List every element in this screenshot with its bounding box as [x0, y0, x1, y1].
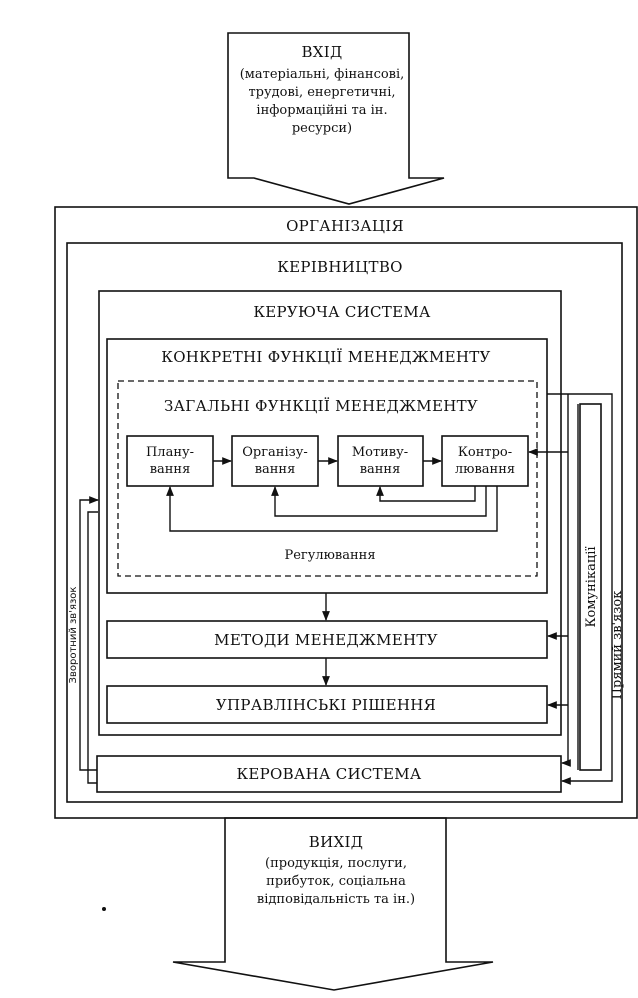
organization-box: ОРГАНІЗАЦІЯ — [54, 206, 638, 819]
managed-system-box: КЕРОВАНА СИСТЕМА — [96, 755, 562, 793]
control-label: Контро- — [458, 445, 512, 460]
output-block: ВИХІД (продукція, послуги, прибуток, соц… — [172, 817, 494, 991]
planning-label: Плану- — [146, 445, 194, 460]
motivation-box: Мотиву- вання — [337, 435, 424, 487]
feedback-line — [79, 496, 99, 771]
organizing-label: вання — [255, 462, 296, 477]
general-functions-title: ЗАГАЛЬНІ ФУНКЦІЇ МЕНЕДЖМЕНТУ — [164, 397, 478, 415]
decisions-title: УПРАВЛІНСЬКІ РІШЕННЯ — [216, 696, 436, 714]
direct-link-label: Прямий зв'язок — [610, 591, 625, 700]
direct-link-line — [547, 393, 613, 785]
feedback-link: Зворотний зв'язок — [68, 496, 99, 784]
motivation-label: вання — [360, 462, 401, 477]
organizing-box: Організу- вання — [231, 435, 319, 487]
output-line: (продукція, послуги, — [265, 856, 407, 871]
specific-functions-title: КОНКРЕТНІ ФУНКЦІЇ МЕНЕДЖМЕНТУ — [161, 348, 490, 366]
direct-link: Прямий зв'язок — [547, 393, 625, 785]
methods-title: МЕТОДИ МЕНЕДЖМЕНТУ — [214, 631, 438, 649]
managed-system-title: КЕРОВАНА СИСТЕМА — [236, 765, 421, 783]
output-title: ВИХІД — [309, 833, 363, 851]
control-system-box: КЕРУЮЧА СИСТЕМА — [98, 290, 562, 736]
input-line: інформаційні та ін. — [256, 103, 387, 118]
planning-label: вання — [150, 462, 191, 477]
control-label: лювання — [455, 462, 515, 477]
feedback-label: Зворотний зв'язок — [68, 587, 79, 684]
control-box: Контро- лювання — [441, 435, 529, 487]
input-line: (матеріальні, фінансові, — [240, 67, 405, 82]
motivation-label: Мотиву- — [352, 445, 408, 460]
general-functions-box: ЗАГАЛЬНІ ФУНКЦІЇ МЕНЕДЖМЕНТУ — [117, 380, 538, 577]
control-system-title: КЕРУЮЧА СИСТЕМА — [253, 303, 431, 321]
regulation-label: Регулювання — [284, 548, 375, 563]
feedback-line-inner — [87, 511, 98, 784]
output-line: прибуток, соціальна — [266, 874, 406, 889]
management-box: КЕРІВНИЦТВО — [66, 242, 623, 803]
output-line: відповідальність та ін.) — [257, 892, 415, 907]
regulation-loop-organizing — [271, 486, 487, 517]
organization-title: ОРГАНІЗАЦІЯ — [286, 217, 404, 235]
management-title: КЕРІВНИЦТВО — [277, 258, 402, 276]
input-block: ВХІД (матеріальні, фінансові, трудові, е… — [227, 32, 445, 205]
regulation-loop-planning — [166, 486, 498, 532]
stray-dot — [102, 907, 106, 911]
methods-box: МЕТОДИ МЕНЕДЖМЕНТУ — [106, 620, 548, 659]
communications-label: Комунікації — [584, 546, 599, 628]
organizing-label: Організу- — [242, 445, 308, 460]
planning-box: Плану- вання — [126, 435, 214, 487]
input-line: ресурси) — [292, 121, 352, 136]
regulation-loop-motivation — [376, 486, 476, 502]
input-title: ВХІД — [301, 43, 342, 61]
decisions-box: УПРАВЛІНСЬКІ РІШЕННЯ — [106, 685, 548, 724]
input-line: трудові, енергетичні, — [248, 85, 395, 100]
communications-column: Комунікації — [567, 394, 602, 771]
specific-functions-box: КОНКРЕТНІ ФУНКЦІЇ МЕНЕДЖМЕНТУ — [106, 338, 548, 594]
